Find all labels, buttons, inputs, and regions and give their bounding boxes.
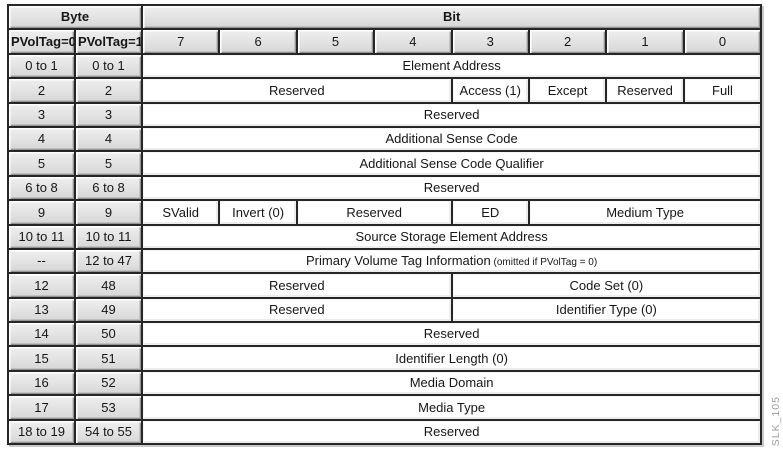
header-row: Byte Bit: [7, 3, 763, 31]
byte-cell: 9: [7, 199, 76, 226]
byte-cell: 17: [7, 394, 76, 421]
byte-cell: 10 to 11: [7, 223, 76, 250]
field-cell: Primary Volume Tag Information (omitted …: [140, 247, 763, 275]
field-cell: Code Set (0): [450, 272, 763, 299]
field-cell: Reserved: [140, 101, 763, 128]
byte-cell: 6 to 8: [7, 174, 76, 202]
byte-cell: 18 to 19: [7, 418, 76, 446]
byte-cell: 48: [74, 272, 143, 299]
byte-cell: 51: [74, 345, 143, 372]
byte-cell: --: [7, 247, 76, 275]
byte-cell: 3: [7, 101, 76, 128]
byte-cell: 2: [74, 77, 143, 104]
field-cell: Reserved: [141, 77, 453, 104]
byte-cell: 13: [7, 296, 76, 324]
byte-cell: 6 to 8: [74, 174, 143, 202]
byte-cell: 12: [7, 272, 76, 299]
field-cell: Additional Sense Code: [140, 125, 763, 153]
field-cell: Reserved: [140, 174, 763, 202]
byte-subheader: PVolTag=1: [74, 28, 143, 55]
bit-number-header: 7: [140, 28, 221, 55]
bit-number-header: 3: [450, 28, 530, 55]
bit-number-header: 6: [218, 28, 298, 55]
byte-cell: 52: [74, 369, 143, 397]
field-cell: Except: [527, 77, 608, 104]
field-note: (omitted if PVolTag = 0): [490, 256, 598, 268]
field-cell: Reserved: [141, 296, 453, 324]
byte-cell: 4: [7, 125, 76, 153]
byte-cell: 49: [74, 296, 143, 324]
field-cell: Identifier Length (0): [140, 345, 763, 372]
bit-number-header: 0: [682, 28, 763, 55]
byte-cell: 5: [74, 150, 143, 177]
figure-id-watermark: SLK_105: [770, 395, 782, 446]
field-cell: Identifier Type (0): [450, 296, 763, 324]
field-cell: SValid: [140, 199, 221, 226]
field-cell: Reserved: [140, 321, 763, 348]
byte-cell: 12 to 47: [74, 247, 143, 275]
field-cell: Reserved: [605, 77, 685, 104]
field-cell: Access (1): [450, 77, 530, 104]
field-cell: Full: [682, 77, 763, 104]
bit-number-header: 5: [295, 28, 376, 55]
byte-cell: 53: [74, 394, 143, 421]
byte-cell: 50: [74, 321, 143, 348]
field-cell: Additional Sense Code Qualifier: [140, 150, 763, 177]
byte-cell: 9: [74, 199, 143, 226]
field-cell: Medium Type: [527, 199, 763, 226]
field-cell: Media Type: [140, 394, 763, 421]
byte-cell: 16: [7, 369, 76, 397]
field-cell: Invert (0): [218, 199, 298, 226]
field-cell: Element Address: [140, 52, 763, 80]
bit-number-header: 1: [605, 28, 685, 55]
byte-cell: 4: [74, 125, 143, 153]
field-cell: Media Domain: [140, 369, 763, 397]
field-cell: Reserved: [140, 418, 763, 446]
field-cell: Source Storage Element Address: [140, 223, 763, 250]
field-cell: ED: [450, 199, 530, 226]
byte-cell: 2: [7, 77, 76, 104]
byte-cell: 54 to 55: [74, 418, 143, 446]
byte-cell: 0 to 1: [7, 52, 76, 80]
byte-cell: 5: [7, 150, 76, 177]
bit-number-header: 2: [527, 28, 608, 55]
byte-cell: 14: [7, 321, 76, 348]
field-cell: Reserved: [141, 272, 453, 299]
bit-number-header: 4: [373, 28, 453, 55]
bit-header: Bit: [140, 3, 763, 31]
byte-header: Byte: [7, 3, 143, 31]
field-cell: Reserved: [295, 199, 453, 226]
byte-cell: 10 to 11: [74, 223, 143, 250]
byte-cell: 0 to 1: [74, 52, 143, 80]
byte-subheader: PVolTag=0: [7, 28, 76, 55]
byte-cell: 3: [74, 101, 143, 128]
byte-cell: 15: [7, 345, 76, 372]
